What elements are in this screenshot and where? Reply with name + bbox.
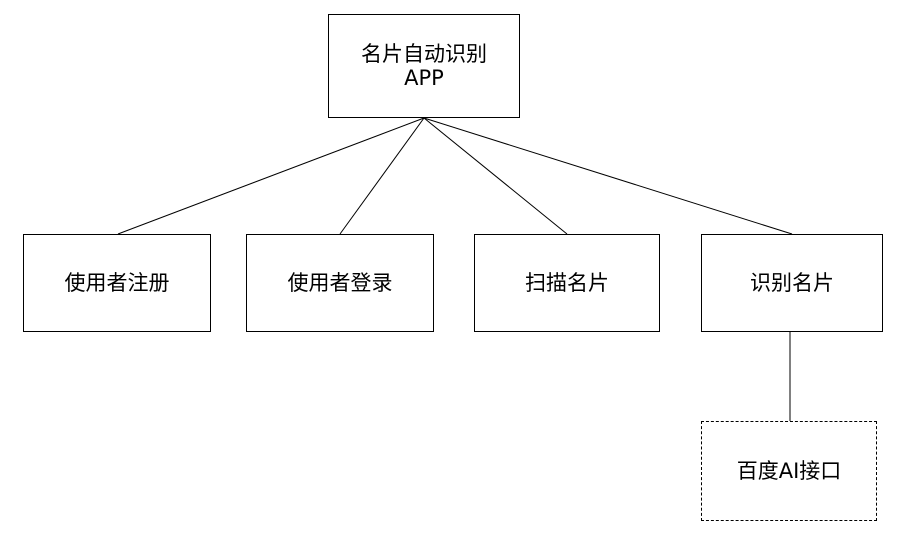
node-baidu-ai-api: 百度AI接口	[701, 421, 877, 521]
node-user-register: 使用者注册	[23, 234, 211, 332]
node-scan-card: 扫描名片	[474, 234, 660, 332]
root-node-title-line-1: 名片自动识别	[361, 41, 487, 66]
edge-root-scan	[423, 117, 568, 235]
node-baidu-ai-api-label: 百度AI接口	[736, 458, 842, 483]
edge-root-recognize	[423, 117, 793, 235]
node-user-login: 使用者登录	[246, 234, 434, 332]
node-scan-card-label: 扫描名片	[525, 270, 609, 295]
node-recognize-card-label: 识别名片	[750, 270, 834, 295]
root-node-label: 名片自动识别 APP	[361, 42, 487, 90]
edge-root-register	[117, 117, 425, 235]
root-node-title-line-2: APP	[404, 66, 444, 90]
root-node-card-recognition-app: 名片自动识别 APP	[328, 14, 520, 118]
edge-root-login	[339, 117, 425, 235]
node-user-register-label: 使用者注册	[64, 270, 170, 295]
node-recognize-card: 识别名片	[701, 234, 883, 332]
node-user-login-label: 使用者登录	[287, 270, 393, 295]
